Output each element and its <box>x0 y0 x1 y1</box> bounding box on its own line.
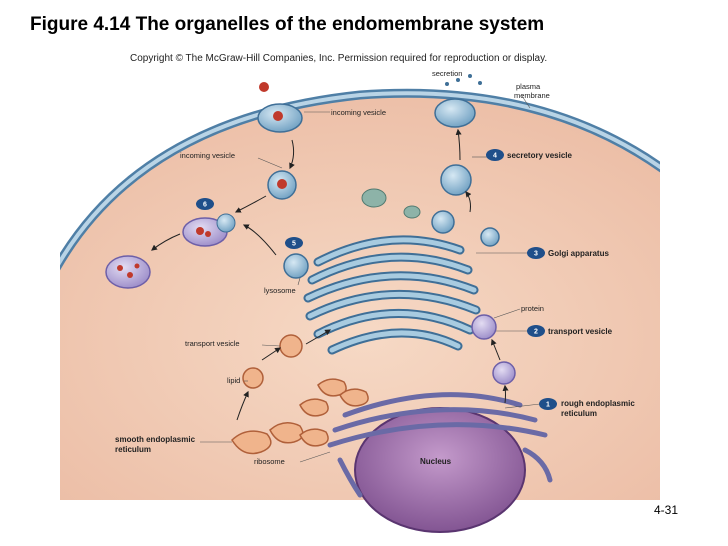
transport-vesicle-right <box>471 314 516 385</box>
figure-title: Figure 4.14 The organelles of the endome… <box>30 14 545 35</box>
pathway-arrows <box>151 128 509 421</box>
label-protein: protein <box>521 304 544 313</box>
step-badge-3: 3 <box>527 247 545 259</box>
leader-lines <box>200 95 541 463</box>
secretory-vesicle <box>431 164 500 247</box>
lysosome <box>283 253 309 279</box>
label-secretory-vesicle: secretory vesicle <box>507 151 572 160</box>
transport-vesicle-left <box>242 334 303 389</box>
label-lipid: lipid <box>227 376 240 385</box>
incoming-vesicle-top <box>257 82 303 133</box>
svg-text:6: 6 <box>203 202 207 209</box>
label-plasma-membrane-1: plasma <box>516 82 541 91</box>
step-badge-5: 5 <box>285 237 303 249</box>
slide-number: 4-31 <box>654 503 679 517</box>
fused-vesicle <box>182 213 236 247</box>
svg-text:2: 2 <box>534 329 538 336</box>
svg-text:5: 5 <box>292 241 296 248</box>
golgi-apparatus <box>303 235 481 355</box>
cytoplasm-bodies <box>361 188 421 219</box>
label-smooth-er-1: smooth endoplasmic <box>115 435 196 444</box>
label-rough-er-1: rough endoplasmic <box>561 399 635 408</box>
label-incoming-vesicle-left: incoming vesicle <box>180 151 235 160</box>
step-badge-6: 6 <box>196 198 214 210</box>
digesting-lysosome <box>105 255 151 289</box>
label-ribosome: ribosome <box>254 457 285 466</box>
label-rough-er-2: reticulum <box>561 409 597 418</box>
label-lysosome: lysosome <box>264 286 296 295</box>
svg-text:3: 3 <box>534 251 538 258</box>
incoming-vesicle-left <box>267 170 297 200</box>
svg-text:1: 1 <box>546 402 550 409</box>
copyright-notice: Copyright © The McGraw-Hill Companies, I… <box>130 53 548 64</box>
label-transport-vesicle-right: transport vesicle <box>548 327 613 336</box>
label-golgi-apparatus: Golgi apparatus <box>548 249 609 258</box>
svg-text:4: 4 <box>493 153 497 160</box>
step-badge-4: 4 <box>486 149 504 161</box>
label-incoming-vesicle-top: incoming vesicle <box>331 108 386 117</box>
label-plasma-membrane-2: membrane <box>514 91 550 100</box>
rough-er <box>327 392 553 498</box>
label-nucleus: Nucleus <box>420 457 452 466</box>
smooth-er <box>231 378 369 455</box>
label-smooth-er-2: reticulum <box>115 445 151 454</box>
label-transport-vesicle-left: transport vesicle <box>185 339 240 348</box>
step-badge-2: 2 <box>527 325 545 337</box>
step-badge-1: 1 <box>539 398 557 410</box>
label-secretion: secretion <box>432 69 462 78</box>
secretion-vesicle <box>434 74 482 128</box>
